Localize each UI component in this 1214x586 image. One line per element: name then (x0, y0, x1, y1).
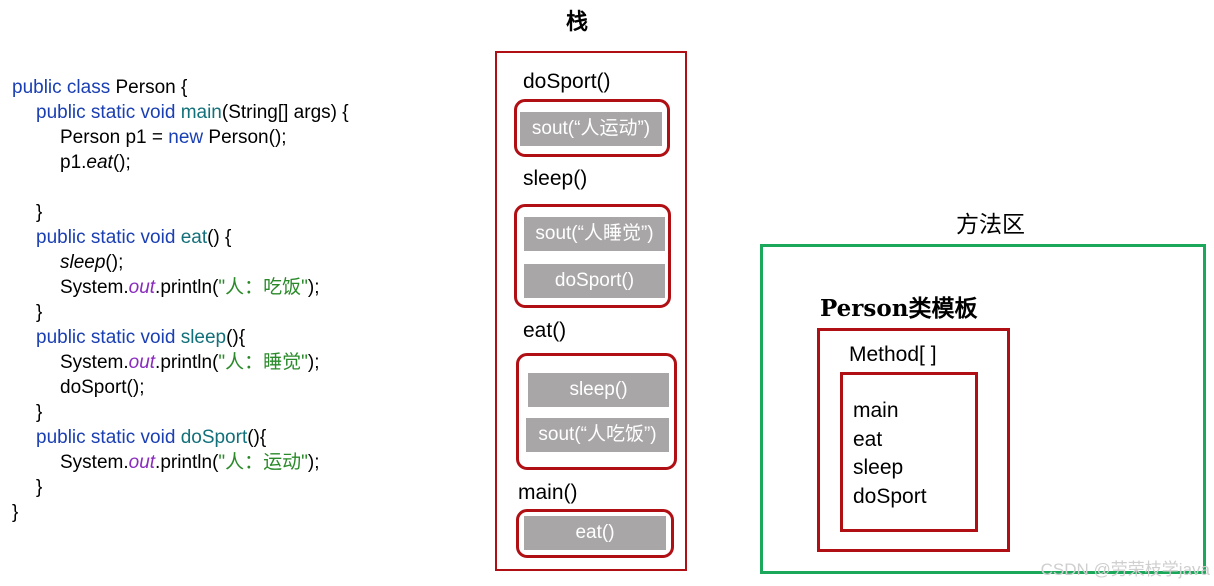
code-text: .println( (155, 452, 219, 473)
code-line: public static void eat() { (12, 225, 349, 250)
code-line: doSport(); (12, 375, 349, 400)
method-list-item: sleep (853, 456, 904, 479)
method-list-item: doSport (853, 484, 927, 508)
code-string: "人：运动" (218, 452, 308, 473)
stack-frame-item: sout(“人运动”) (520, 112, 662, 146)
stack-frame (516, 353, 677, 470)
code-text: (){ (247, 427, 267, 448)
code-text: ); (307, 452, 320, 473)
code-text: System. (60, 277, 129, 298)
stack-frame-label: doSport() (523, 70, 611, 93)
stack-frame-label: sleep() (523, 167, 588, 190)
code-text: } (36, 402, 43, 423)
stack-title: 栈 (566, 9, 589, 35)
code-text: .println( (155, 277, 219, 298)
code-text: () { (207, 227, 232, 248)
stack-frame-item: eat() (524, 516, 666, 550)
code-field: out (128, 352, 156, 373)
code-line: sleep(); (12, 250, 349, 275)
code-method-name: doSport (180, 427, 248, 448)
code-keyword: new (168, 127, 204, 148)
code-keyword: public class (12, 77, 116, 98)
code-text: (String[] args) { (221, 102, 349, 123)
code-text: } (36, 477, 43, 498)
stack-container (495, 51, 687, 571)
code-line-blank (12, 175, 349, 200)
code-line: } (12, 475, 349, 500)
code-text: doSport(); (60, 377, 145, 398)
code-text: (){ (226, 327, 246, 348)
code-line: } (12, 200, 349, 225)
code-listing: public class Person { public static void… (12, 75, 349, 525)
method-area-title: 方法区 (956, 212, 1025, 238)
stack-frame-label: main() (518, 481, 578, 504)
code-text: ); (307, 352, 320, 373)
stack-frame (514, 99, 670, 157)
code-method-name: main (180, 102, 222, 123)
code-call: eat (86, 152, 113, 173)
code-text: ); (307, 277, 320, 298)
code-method-name: sleep (180, 327, 227, 348)
code-line: System.out.println("人：运动"); (12, 450, 349, 475)
code-line: public static void sleep(){ (12, 325, 349, 350)
code-text: Person(); (203, 127, 287, 148)
method-area-container (760, 244, 1206, 574)
code-method-name: eat (180, 227, 208, 248)
code-line: public static void main(String[] args) { (12, 100, 349, 125)
code-text: (); (112, 152, 131, 173)
code-text: } (36, 302, 43, 323)
watermark: CSDN @劳荣枝学java (1040, 560, 1210, 579)
code-string: "人：吃饭" (218, 277, 308, 298)
code-text: Person p1 = (60, 127, 169, 148)
stack-frame-item: doSport() (524, 264, 665, 298)
code-line: } (12, 300, 349, 325)
class-template-label: Person类模板 (820, 295, 978, 322)
method-array-box (840, 372, 978, 532)
code-line: public class Person { (12, 75, 349, 100)
code-text: System. (60, 352, 129, 373)
code-text: } (12, 502, 19, 523)
method-array-label: Method[ ] (849, 343, 937, 366)
code-string: "人：睡觉" (218, 352, 308, 373)
stack-frame-item: sleep() (528, 373, 669, 407)
code-keyword: public static void (36, 427, 181, 448)
code-text: p1. (60, 152, 87, 173)
stack-frame-item: sout(“人睡觉”) (524, 217, 665, 251)
code-line: } (12, 500, 349, 525)
code-text: Person { (115, 77, 188, 98)
code-line: public static void doSport(){ (12, 425, 349, 450)
code-keyword: public static void (36, 102, 181, 123)
code-text: System. (60, 452, 129, 473)
stack-frame-item: sout(“人吃饭”) (526, 418, 669, 452)
method-list: main eat sleep doSport (853, 397, 927, 511)
method-list-item: eat (853, 427, 883, 451)
code-keyword: public static void (36, 227, 181, 248)
code-line: p1.eat(); (12, 150, 349, 175)
code-text: } (36, 202, 43, 223)
code-line: System.out.println("人：睡觉"); (12, 350, 349, 375)
code-line: Person p1 = new Person(); (12, 125, 349, 150)
code-line: System.out.println("人：吃饭"); (12, 275, 349, 300)
code-line: } (12, 400, 349, 425)
code-text: .println( (155, 352, 219, 373)
method-list-item: main (853, 399, 899, 422)
code-field: out (128, 452, 156, 473)
code-text: (); (105, 252, 124, 273)
class-template-box (817, 328, 1010, 552)
stack-frame-label: eat() (523, 319, 567, 342)
code-field: out (128, 277, 156, 298)
code-call: sleep (60, 252, 106, 273)
stack-frame (516, 509, 674, 558)
stack-frame (514, 204, 671, 308)
code-keyword: public static void (36, 327, 181, 348)
